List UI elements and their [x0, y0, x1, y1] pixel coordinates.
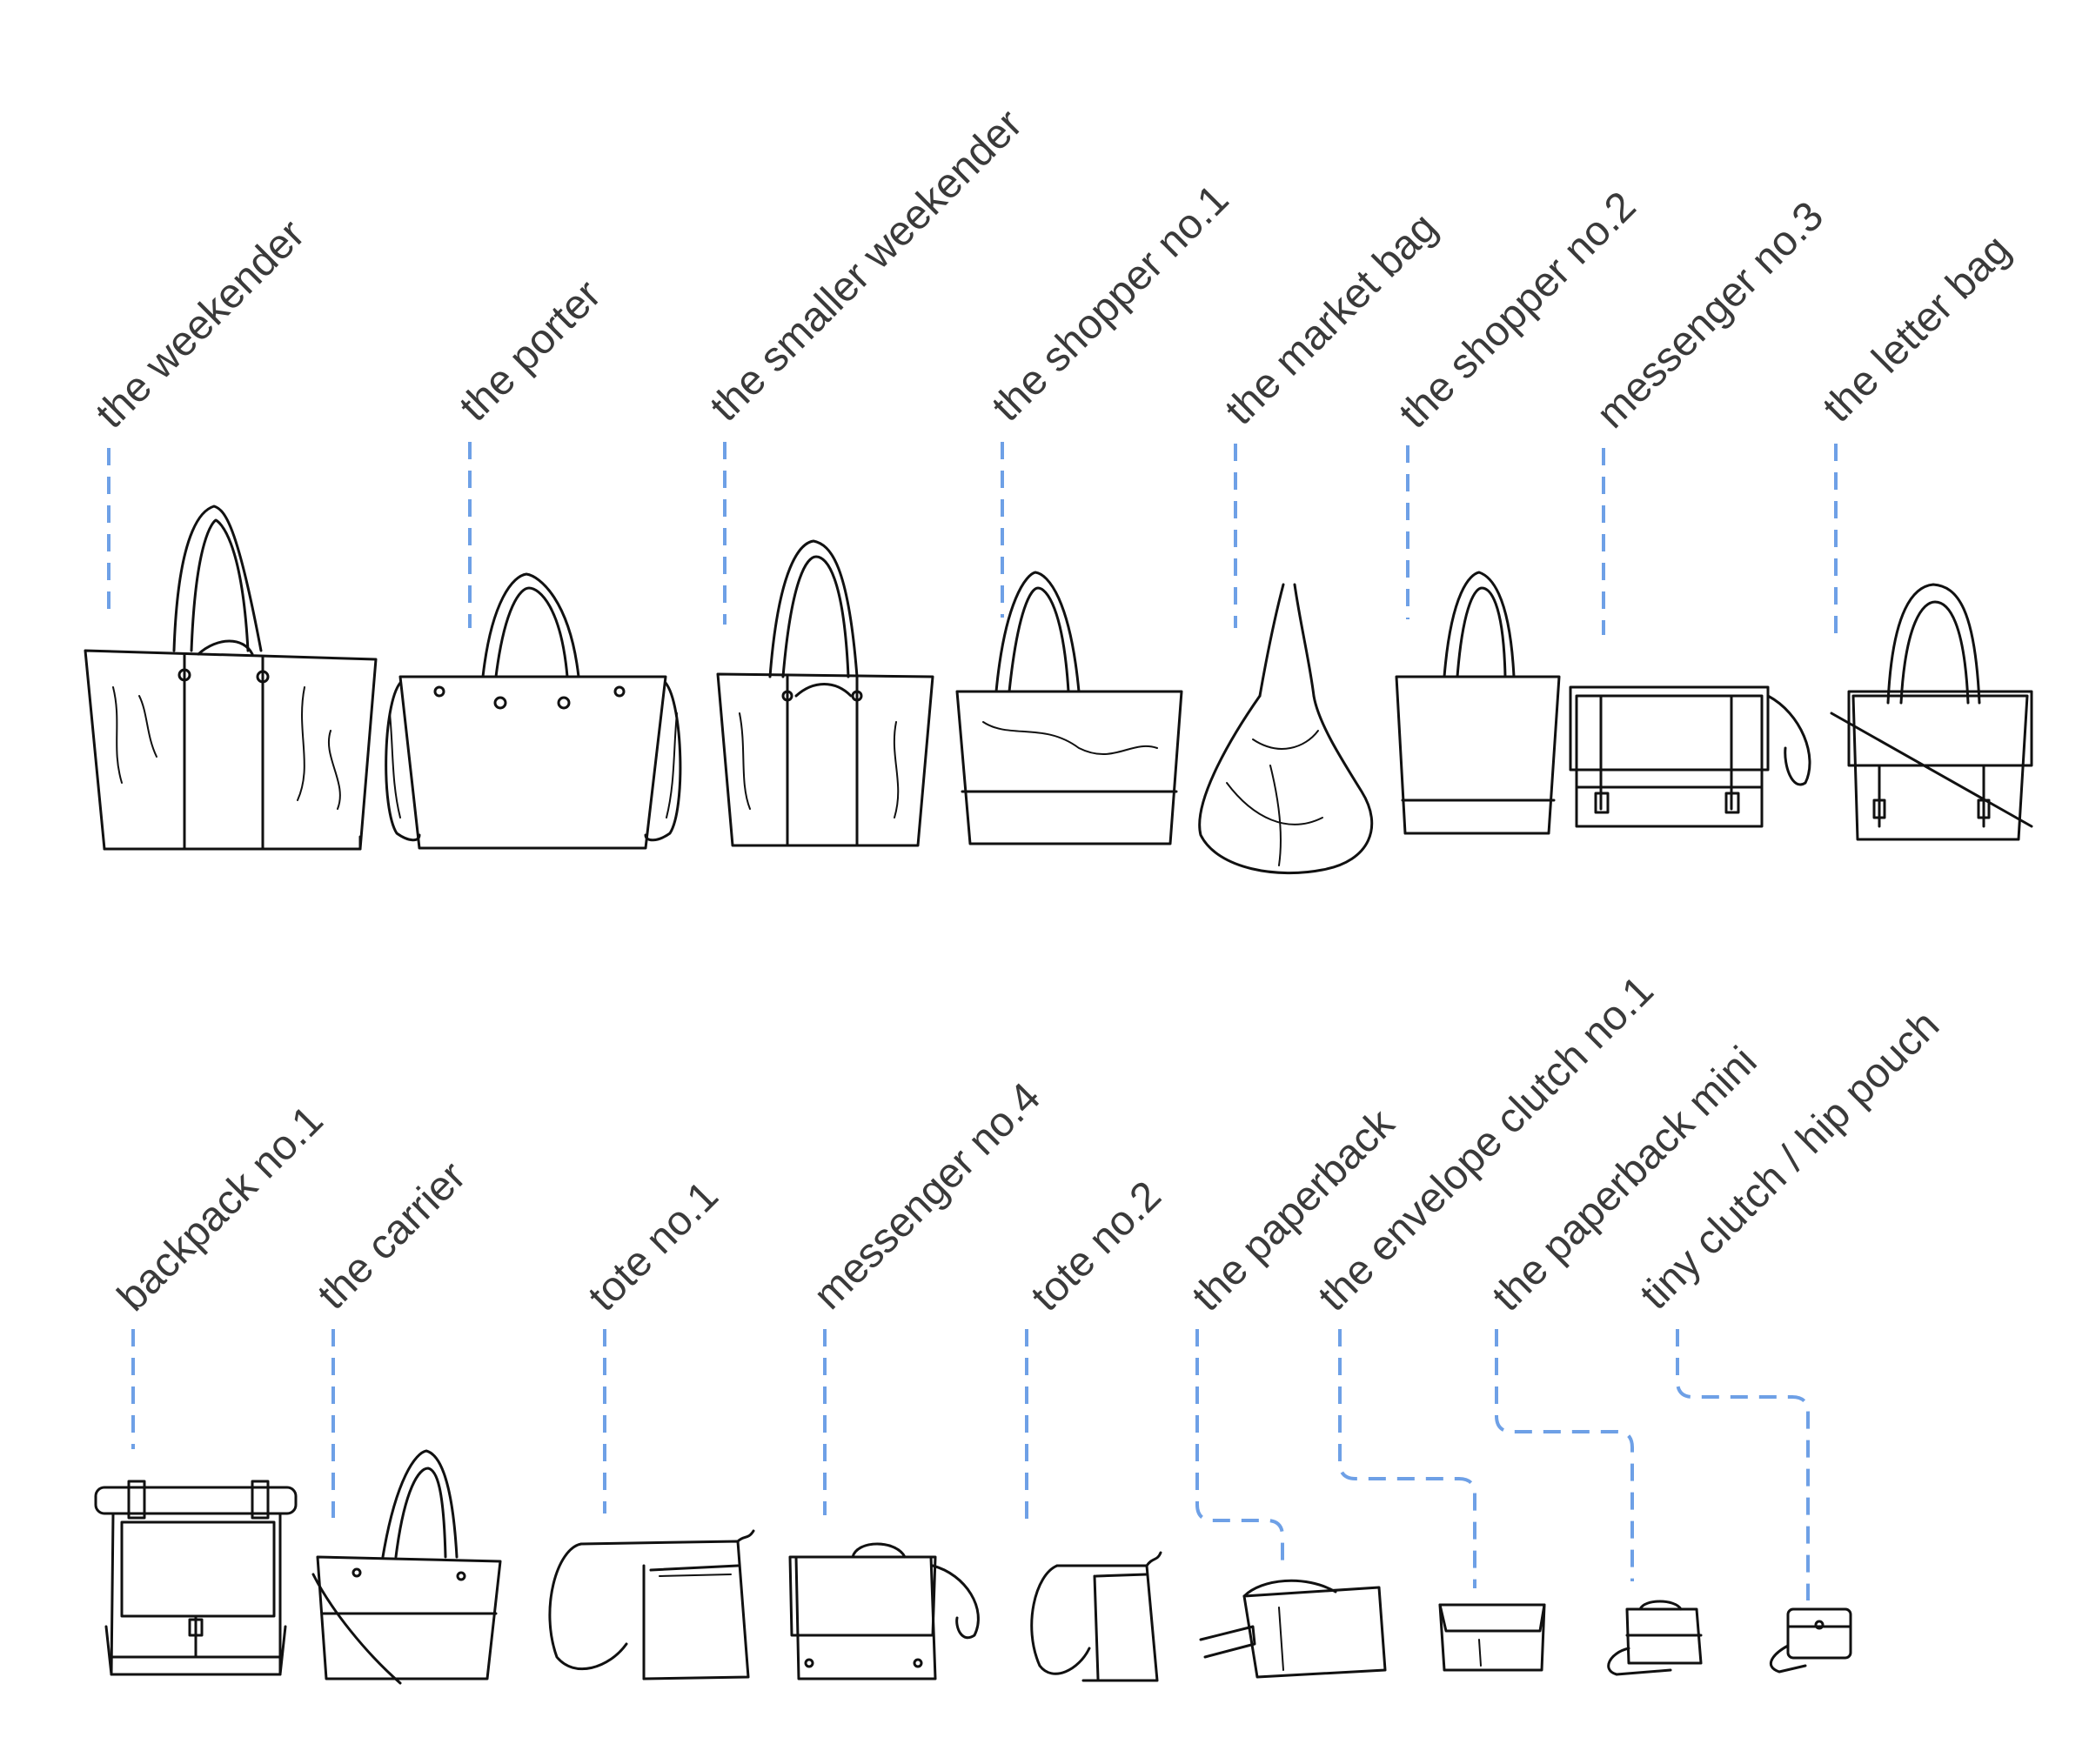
- tiny-clutch-icon: [1769, 1607, 1852, 1674]
- leader-the-envelope-clutch-no1: [1338, 1329, 1476, 1588]
- label-tote-no1: tote no.1: [579, 1173, 727, 1320]
- row1-labels: the weekender the porter the smaller wee…: [87, 101, 2019, 438]
- label-the-porter: the porter: [451, 271, 610, 431]
- leader-tiny-clutch-hip-pouch: [1676, 1329, 1810, 1600]
- carrier-bag-icon: [311, 1449, 502, 1685]
- messenger-bag-icon: [1569, 685, 1811, 828]
- backpack-icon: [94, 1480, 298, 1676]
- paperback-mini-bag-icon: [1607, 1600, 1703, 1676]
- paperback-bag-icon: [1199, 1579, 1387, 1679]
- porter-bag-icon: [385, 572, 682, 850]
- messenger-no4-bag-icon: [788, 1542, 980, 1680]
- shopper-no2-bag-icon: [1395, 571, 1561, 835]
- tote-no2-bag-icon: [1030, 1551, 1162, 1682]
- label-the-letter-bag: the letter bag: [1814, 226, 2019, 431]
- tote-bag-icon: [548, 1529, 755, 1680]
- label-the-carrier: the carrier: [309, 1153, 474, 1319]
- shopper-bag-icon: [955, 571, 1183, 845]
- label-tote-no2: tote no.2: [1022, 1173, 1170, 1320]
- label-the-shopper-no1: the shopper no.1: [983, 177, 1237, 431]
- row2-labels: backpack no.1 the carrier tote no.1 mess…: [109, 967, 1948, 1320]
- label-the-weekender: the weekender: [87, 211, 313, 438]
- label-tiny-clutch-hip-pouch: tiny clutch / hip pouch: [1631, 1002, 1948, 1319]
- leader-the-paperback: [1195, 1329, 1284, 1570]
- row1-leaders: [107, 442, 1838, 635]
- label-backpack-no1: backpack no.1: [109, 1097, 331, 1320]
- smaller-weekender-bag-icon: [716, 539, 934, 847]
- weekender-bag-icon: [84, 504, 378, 851]
- leader-the-paperback-mini: [1495, 1329, 1634, 1581]
- label-messenger-no4: messenger no.4: [805, 1074, 1049, 1319]
- market-bag-icon: [1198, 583, 1374, 875]
- row2-leaders: [131, 1329, 1810, 1600]
- label-the-smaller-weekender: the smaller weekender: [701, 101, 1031, 431]
- letter-bag-icon: [1830, 583, 2033, 841]
- envelope-clutch-icon: [1438, 1603, 1546, 1672]
